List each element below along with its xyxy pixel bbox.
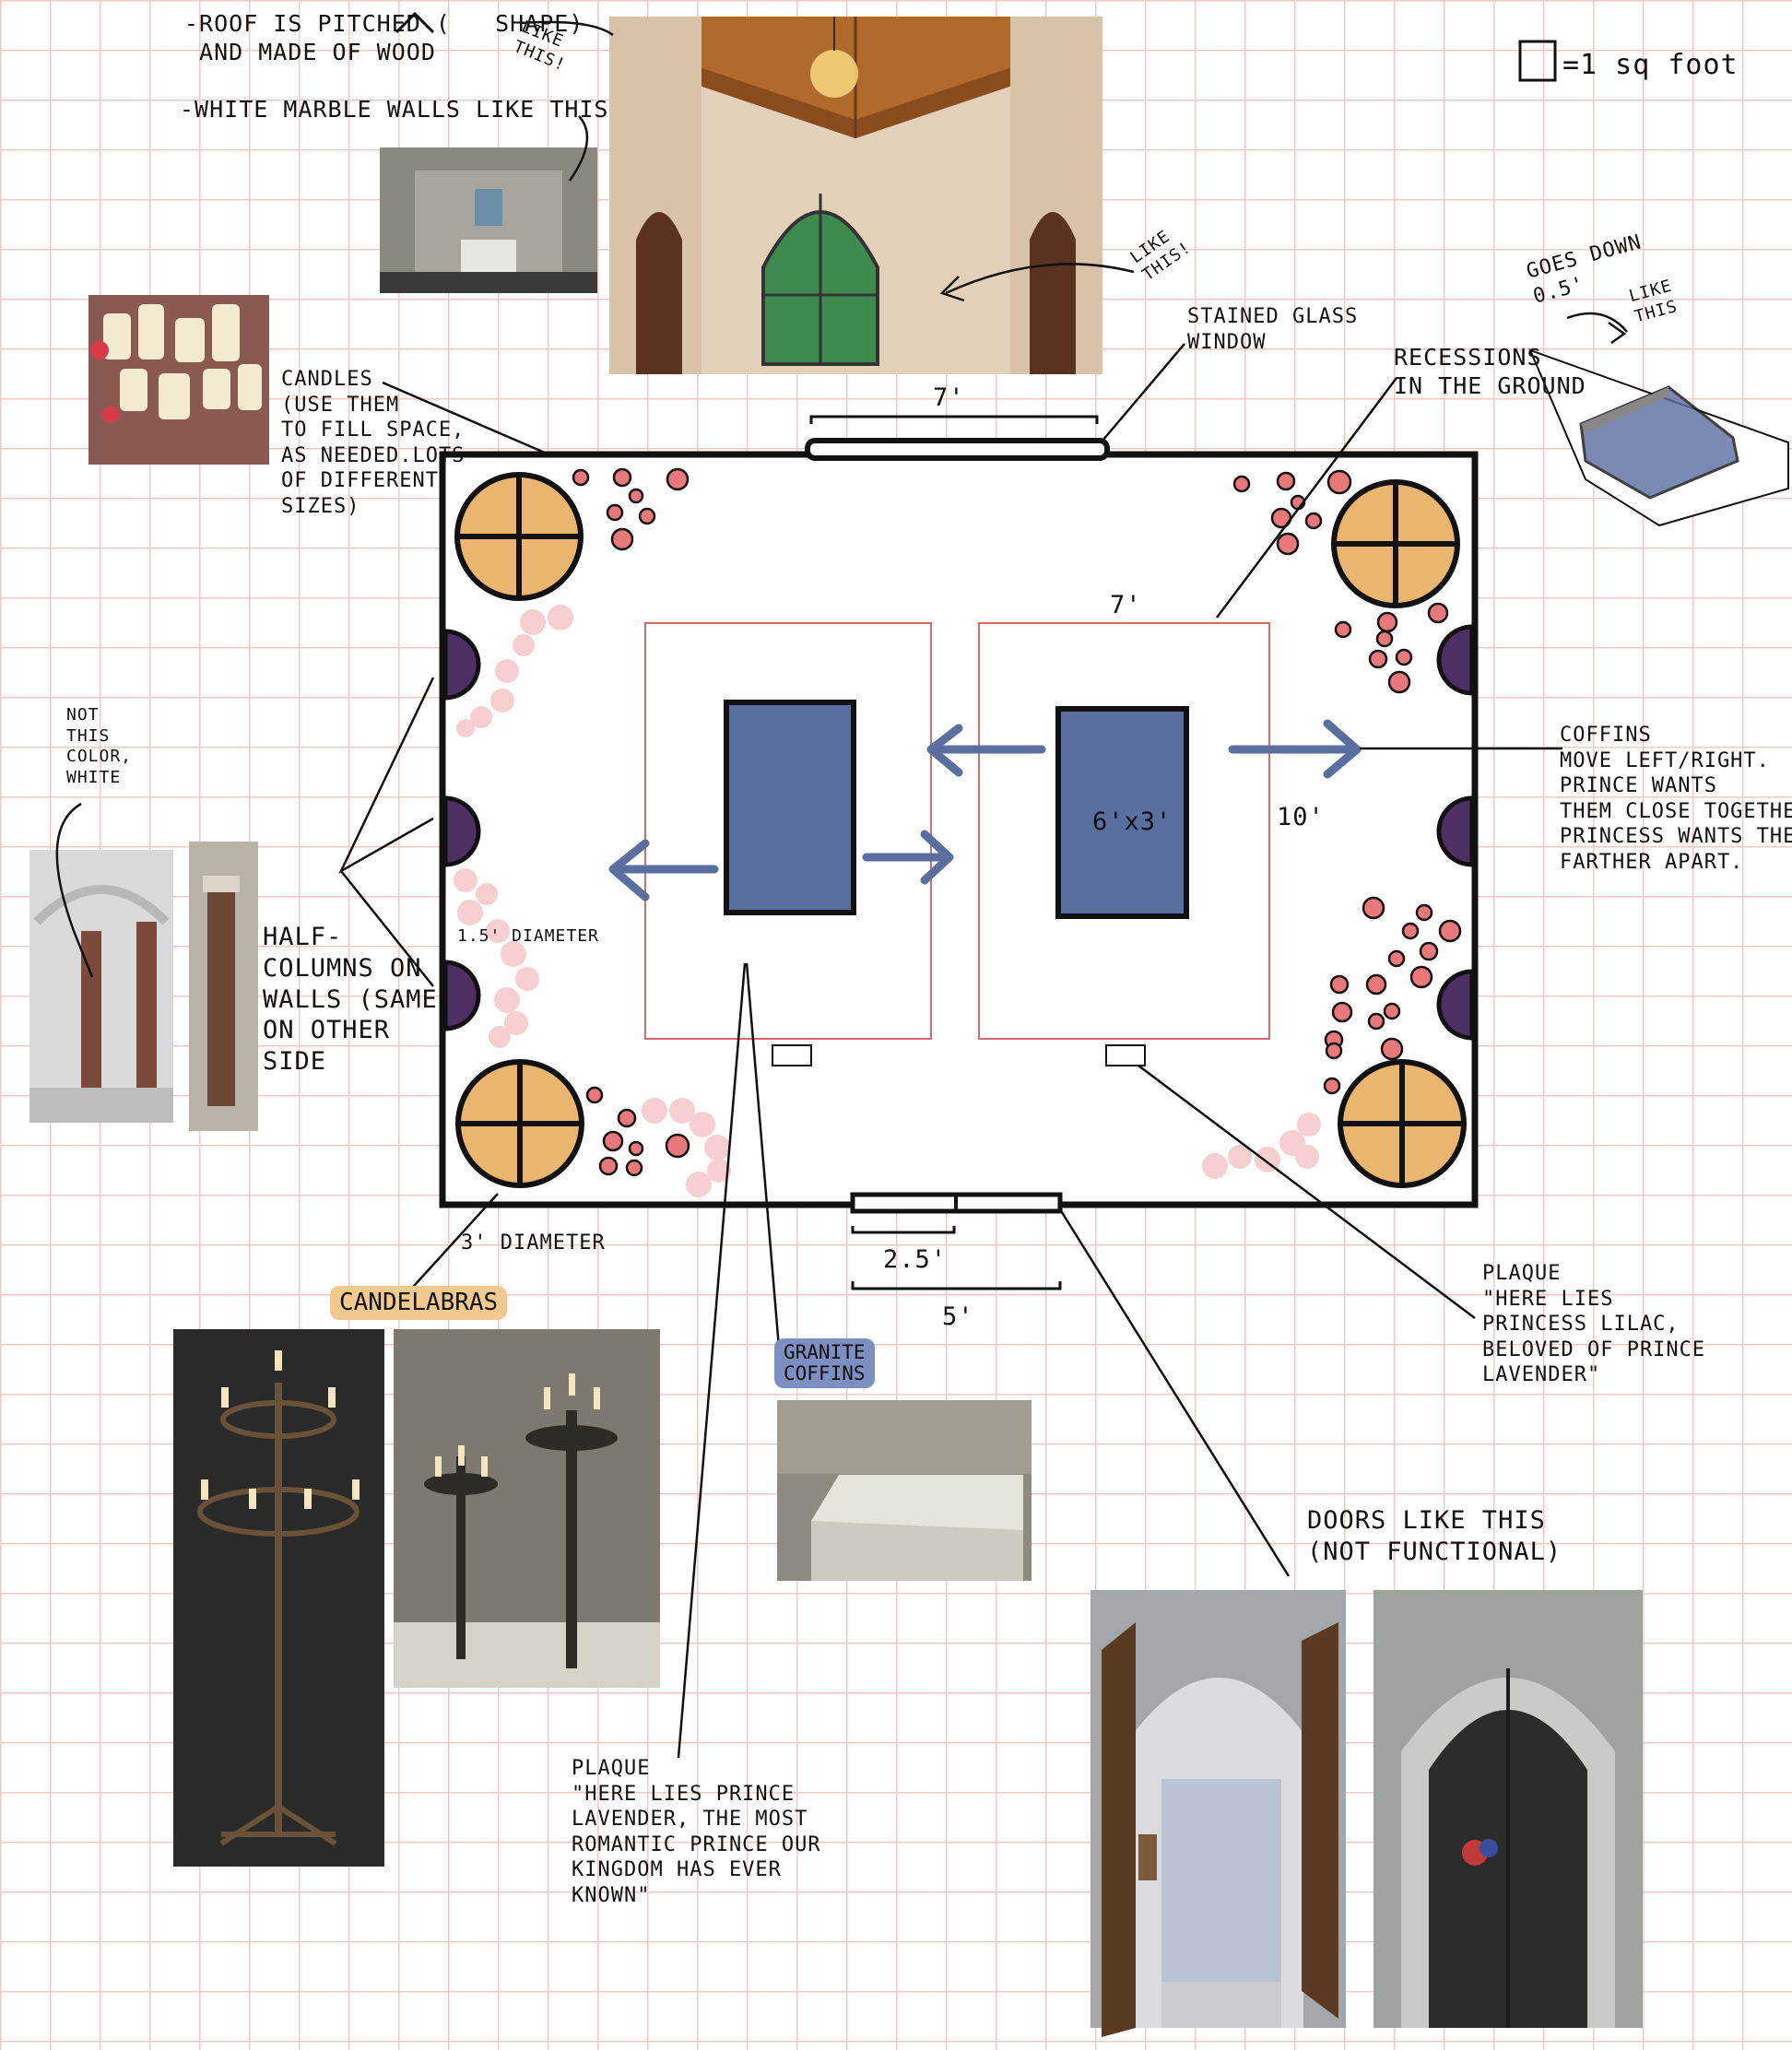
leader-lines [55, 20, 1628, 1759]
half-columns-note: HALF- COLUMNS ON WALLS (SAME ON OTHER SI… [263, 923, 438, 1076]
candelabra [455, 1059, 584, 1188]
scale-box [1518, 40, 1557, 82]
candelabra-diameter-note: 3' DIAMETER [461, 1231, 606, 1255]
photo-closed-doors [1373, 1590, 1643, 2028]
half-column [1436, 795, 1475, 867]
coffins-note: COFFINS MOVE LEFT/RIGHT. PRINCE WANTS TH… [1560, 724, 1792, 874]
half-column [1436, 969, 1475, 1041]
recess-height-label: 10' [1277, 803, 1325, 831]
recessions-note: RECESSIONS IN THE GROUND [1394, 344, 1586, 400]
candles-note: CANDLES (USE THEM TO FILL SPACE, AS NEED… [281, 368, 466, 518]
half-column [442, 629, 481, 701]
photo-granite-coffin [777, 1400, 1032, 1581]
photo-open-doors [1091, 1590, 1346, 2037]
stained-glass-note: STAINED GLASS WINDOW [1187, 305, 1359, 354]
move-arrows [608, 719, 1362, 901]
scale-note: =1 sq foot [1562, 49, 1739, 81]
walls-note: -WHITE MARBLE WALLS LIKE THIS [180, 96, 609, 123]
plaque-right [1105, 1044, 1146, 1066]
photo-columns [29, 842, 258, 1131]
photo-candelabra-2 [394, 1329, 660, 1688]
candelabra [454, 472, 584, 601]
photo-candelabra-1 [173, 1329, 384, 1867]
coffin-size-label: 6'x3' [1092, 807, 1173, 836]
half-column-diameter-note: 1.5' DIAMETER [457, 926, 599, 946]
candelabras-tag: CANDELABRAS [330, 1286, 508, 1320]
candelabra [1331, 479, 1460, 608]
granite-coffins-tag: GRANITE COFFINS [774, 1338, 875, 1389]
half-columns [442, 624, 1475, 1041]
recession-left [644, 622, 932, 1040]
photo-chapel-interior [609, 17, 1102, 374]
half-column [1436, 624, 1475, 696]
recess-width-label: 7' [1110, 591, 1142, 619]
faded-candles [454, 605, 1321, 1197]
stained-glass-window [805, 438, 1110, 461]
roof-note: -ROOF IS PITCHED ( SHAPE) AND MADE OF WO… [184, 10, 584, 66]
candelabra [1338, 1059, 1467, 1188]
plaque-prince-note: PLAQUE "HERE LIES PRINCE LAVENDER, THE M… [572, 1757, 821, 1907]
plaque-princess-note: PLAQUE "HERE LIES PRINCESS LILAC, BELOVE… [1482, 1262, 1706, 1386]
coffin-right [1055, 706, 1189, 919]
coffin-left [724, 700, 856, 915]
candelabras [454, 472, 1467, 1188]
pitched-roof-icon [395, 11, 435, 34]
candles [572, 467, 1462, 1177]
doors-note: DOORS LIKE THIS (NOT FUNCTIONAL) [1307, 1506, 1562, 1566]
recession-right [978, 622, 1270, 1040]
photo-candles [88, 295, 269, 465]
not-this-color-note: NOT THIS COLOR, WHITE [66, 705, 133, 787]
half-column [442, 960, 481, 1031]
window-width-label: 7' [933, 383, 965, 412]
recession-detail-sketch [1528, 348, 1789, 527]
dimension-lines [809, 415, 1099, 1290]
photo-marble-room [380, 147, 597, 293]
door-half-label: 2.5' [883, 1245, 948, 1274]
door-total-label: 5' [942, 1302, 974, 1331]
plaque-left [772, 1044, 812, 1066]
floor-plan [55, 20, 1789, 1759]
half-column [442, 795, 481, 867]
